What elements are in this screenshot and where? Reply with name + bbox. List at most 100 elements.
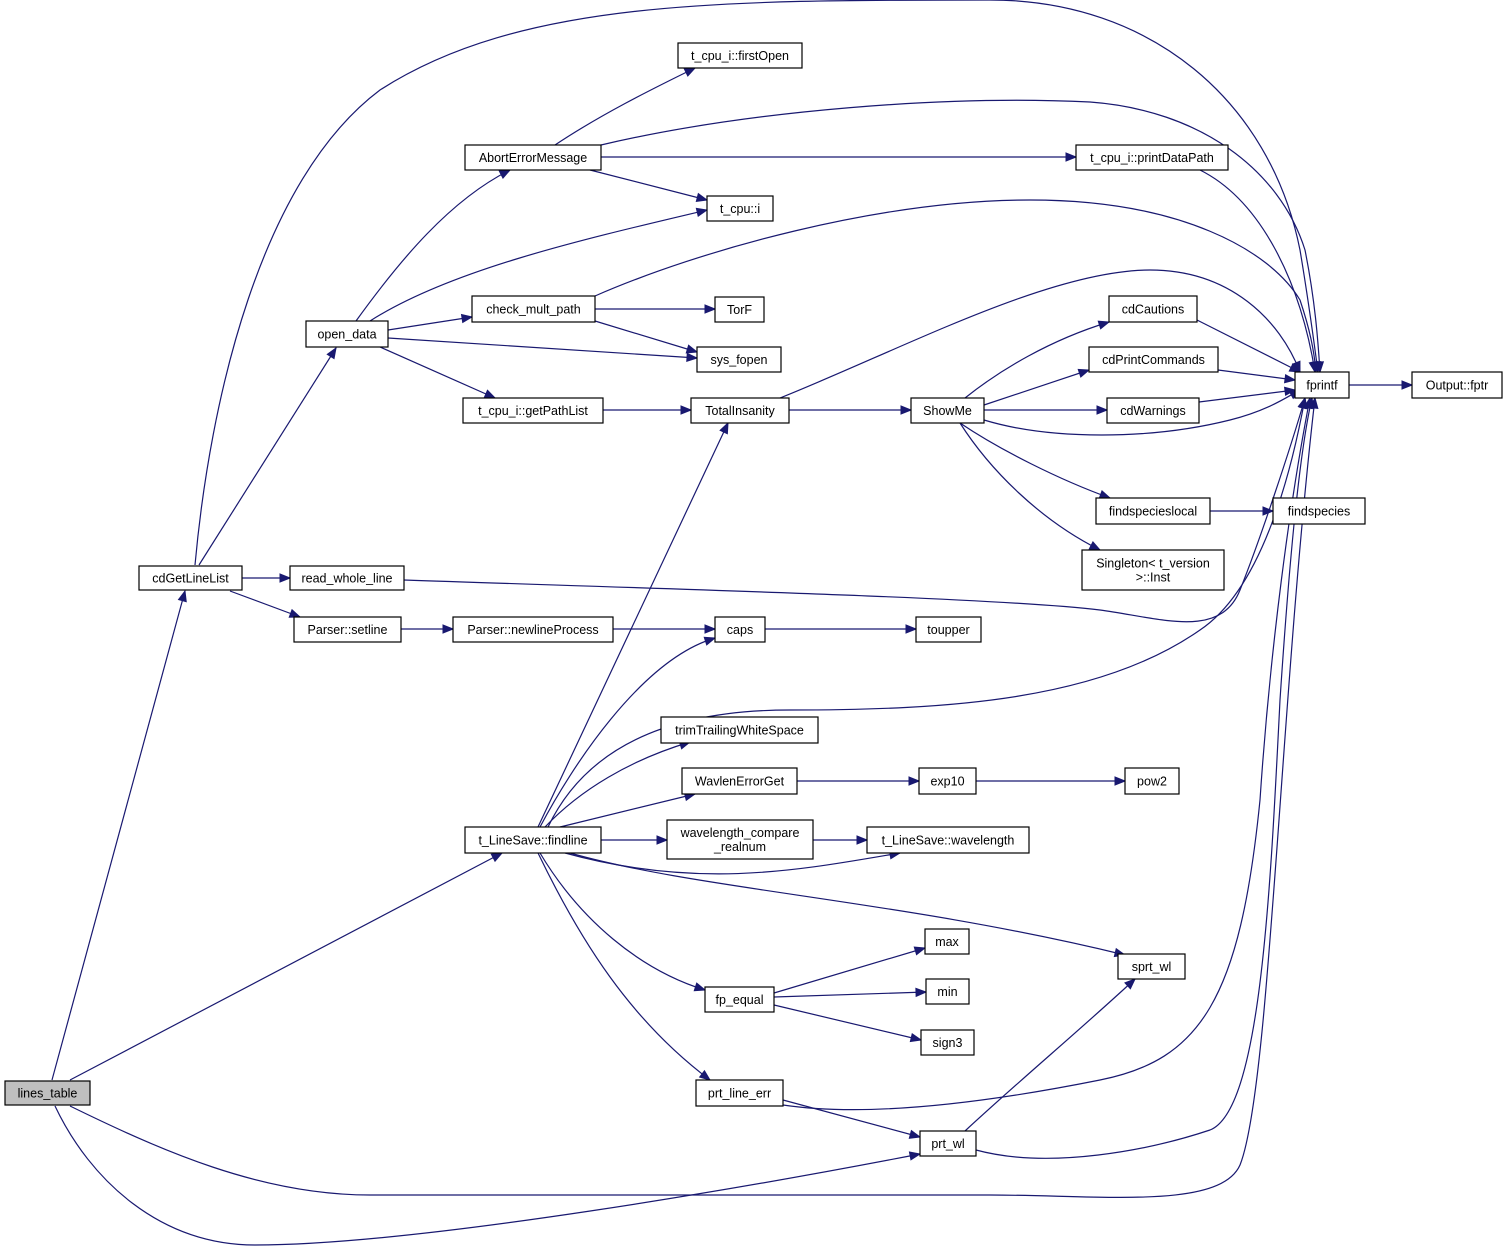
node-toupper[interactable]: toupper: [915, 616, 982, 643]
edge-line-findline-to-caps: [539, 637, 716, 828]
nodes-layer: lines_table cdGetLineList open_data read_wh…: [4, 42, 1503, 1157]
edge-arrowhead-cdwarnings-to-fprintf: [1283, 386, 1297, 397]
edge-line-prt_line_err-to-prt_wl: [782, 1099, 921, 1138]
edge-lines_table-to-cdGetLineList: [51, 589, 187, 1081]
edge-line-lines_table-to-prt_wl: [54, 1105, 921, 1246]
node-label: AbortErrorMessage: [479, 151, 587, 165]
node-wavlenerrorget[interactable]: WavlenErrorGet: [681, 767, 798, 795]
edge-findline-to-fprintf: [547, 396, 1308, 828]
node-read-whole-line[interactable]: read_whole_line: [289, 565, 405, 591]
edge-open_data-to-sys_fopen: [387, 337, 699, 363]
node-findline[interactable]: t_LineSave::findline: [464, 826, 602, 854]
edge-line-check_mult_path-to-fprintf: [594, 199, 1317, 373]
edge-arrowhead-showme-to-findspecieslocal: [1098, 489, 1112, 499]
edge-wavlenerrorget-to-exp10: [797, 776, 921, 786]
node-label: Output::fptr: [1426, 379, 1489, 393]
node-box: [4, 1080, 91, 1106]
node-box: [1272, 497, 1366, 525]
node-firstopen[interactable]: t_cpu_i::firstOpen: [677, 42, 803, 69]
edge-line-showme-to-fprintf: [983, 389, 1301, 436]
node-tcpu-i[interactable]: t_cpu::i: [706, 195, 774, 222]
edge-lines_table-to-prt_wl: [54, 1105, 922, 1246]
edge-line-read_whole_line-to-fprintf: [403, 397, 1306, 623]
node-label: fprintf: [1306, 379, 1338, 393]
node-wl-compare[interactable]: wavelength_compare_realnum: [666, 819, 814, 860]
edge-line-findline-to-totalinsanity: [537, 422, 729, 828]
node-cdwarnings[interactable]: cdWarnings: [1106, 397, 1200, 424]
node-label: read_whole_line: [301, 572, 392, 586]
edge-line-fp_equal-to-sign3: [773, 1004, 922, 1041]
edge-showme-to-findspecieslocal: [959, 422, 1112, 499]
edge-exp10-to-pow2: [976, 776, 1127, 786]
node-box: [138, 565, 243, 591]
node-output-fptr[interactable]: Output::fptr: [1411, 371, 1503, 399]
edge-arrowhead-cdGetLineList-to-read_whole_line: [279, 573, 292, 583]
node-totalinsanity[interactable]: TotalInsanity: [690, 397, 790, 424]
node-cdprintcommands[interactable]: cdPrintCommands: [1088, 346, 1219, 373]
edge-totalinsanity-to-fprintf: [779, 269, 1301, 399]
node-findspecies[interactable]: findspecies: [1272, 497, 1366, 525]
edge-line-totalinsanity-to-fprintf: [779, 269, 1301, 399]
edge-arrowhead-open_data-to-getpathlist: [483, 389, 497, 399]
node-check-mult-path[interactable]: check_mult_path: [471, 295, 596, 323]
node-fp-equal[interactable]: fp_equal: [704, 986, 775, 1013]
node-sprt-wl[interactable]: sprt_wl: [1117, 953, 1186, 980]
node-label: lines_table: [18, 1087, 78, 1101]
node-open-data[interactable]: open_data: [305, 320, 389, 348]
node-getpathlist[interactable]: t_cpu_i::getPathList: [462, 397, 604, 424]
node-label: t_cpu_i::printDataPath: [1090, 151, 1214, 165]
node-prt-wl[interactable]: prt_wl: [919, 1130, 977, 1157]
node-pow2[interactable]: pow2: [1124, 767, 1180, 795]
node-trimtrailing[interactable]: trimTrailingWhiteSpace: [660, 716, 819, 744]
edge-arrowhead-open_data-to-abort_error: [498, 169, 512, 180]
node-lines-table[interactable]: lines_table: [4, 1080, 91, 1106]
node-label: t_cpu::i: [720, 202, 760, 216]
node-label: prt_wl: [931, 1137, 964, 1151]
node-singleton[interactable]: Singleton< t_version>::Inst: [1081, 549, 1225, 591]
edge-line-lines_table-to-cdGetLineList: [51, 590, 186, 1081]
node-cdGetLineList[interactable]: cdGetLineList: [138, 565, 243, 591]
node-box: [666, 819, 814, 860]
node-min[interactable]: min: [925, 978, 970, 1005]
edge-cdGetLineList-to-read_whole_line: [242, 573, 292, 583]
node-box: [681, 767, 798, 795]
node-linesave-wl[interactable]: t_LineSave::wavelength: [866, 826, 1030, 854]
edge-arrowhead-printdatapath-to-fprintf: [1308, 360, 1318, 374]
node-box: [464, 144, 602, 171]
node-fprintf[interactable]: fprintf: [1294, 371, 1350, 399]
edge-arrowhead-fp_equal-to-max: [913, 946, 927, 956]
node-sign3[interactable]: sign3: [920, 1029, 975, 1056]
node-box: [924, 928, 970, 955]
node-sys-fopen[interactable]: sys_fopen: [696, 346, 782, 373]
node-parser-setline[interactable]: Parser::setline: [293, 616, 402, 643]
node-printdatapath[interactable]: t_cpu_i::printDataPath: [1075, 144, 1229, 171]
edge-arrowhead-findline-to-totalinsanity: [719, 421, 729, 435]
edge-line-cdGetLineList-to-open_data: [198, 347, 337, 566]
edge-line-fp_equal-to-min: [773, 991, 927, 998]
edge-line-prt_wl-to-sprt_wl: [964, 978, 1136, 1132]
edge-fp_equal-to-sign3: [773, 1004, 923, 1043]
node-label: check_mult_path: [486, 303, 581, 317]
edge-arrowhead-prt_wl-to-sprt_wl: [1124, 978, 1136, 990]
node-box: [706, 195, 774, 222]
edge-arrowhead-showme-to-cdcautions: [1097, 320, 1111, 330]
node-newlineprocess[interactable]: Parser::newlineProcess: [452, 616, 614, 643]
node-box: [293, 616, 402, 643]
edge-line-showme-to-singleton: [959, 422, 1101, 551]
edge-line-findline-to-fp_equal: [539, 852, 706, 991]
edge-line-showme-to-findspecieslocal: [959, 422, 1111, 499]
node-box: [677, 42, 803, 69]
node-torf[interactable]: TorF: [714, 296, 765, 323]
node-abort-error[interactable]: AbortErrorMessage: [464, 144, 602, 171]
node-exp10[interactable]: exp10: [918, 767, 977, 795]
node-showme[interactable]: ShowMe: [910, 397, 985, 424]
edge-abort_error-to-firstopen: [554, 67, 697, 146]
node-cdcautions[interactable]: cdCautions: [1108, 295, 1198, 323]
node-box: [1108, 295, 1198, 323]
node-max[interactable]: max: [924, 928, 970, 955]
node-findspecieslocal[interactable]: findspecieslocal: [1095, 497, 1211, 525]
node-label: Parser::setline: [308, 623, 388, 637]
edge-arrowhead-fprintf-to-output_fptr: [1401, 380, 1414, 390]
node-caps[interactable]: caps: [714, 616, 766, 643]
node-prt-line-err[interactable]: prt_line_err: [695, 1079, 784, 1107]
